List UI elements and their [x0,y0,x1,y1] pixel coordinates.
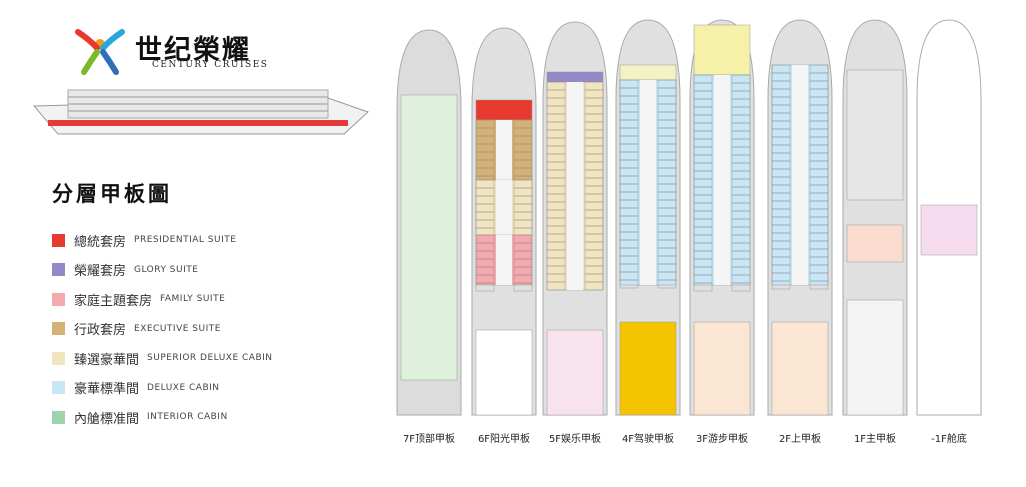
ship-profile [32,89,369,135]
deck-zone [920,204,978,256]
corridor [640,80,656,285]
legend-label-en: FAMILY SUITE [160,294,226,304]
corridor [496,180,512,235]
deck-zone [693,24,751,76]
deck-plan[interactable] [471,27,537,416]
cabin [513,282,533,292]
deck-plan[interactable] [842,19,908,416]
deck-label: 7F顶部甲板 [402,434,456,445]
legend-swatch [52,410,65,424]
page-title: 分層甲板圖 [52,182,172,206]
legend-item: 榮耀套房 GLORY SUITE [52,262,199,279]
legend-label-en: PRESIDENTIAL SUITE [134,235,237,245]
cabin [693,282,713,292]
deck-zone [771,321,829,416]
deck-zone [846,299,904,416]
deck-zone [693,321,751,416]
legend-swatch [52,381,65,394]
cabin [657,279,677,289]
legend-item: 家庭主題套房 FAMILY SUITE [52,291,226,309]
deck-label: 1F主甲板 [853,434,897,445]
legend-label-cn: 臻選豪華間 [74,352,140,368]
legend-swatch [52,292,65,306]
deck-plan[interactable] [689,19,755,416]
deck-zone [846,69,904,201]
cabin [809,280,829,290]
legend-swatch [52,351,65,365]
legend-label-en: INTERIOR CABIN [147,412,228,422]
legend-swatch [52,233,65,247]
legend-item: 臻選豪華間 SUPERIOR DELUXE CABIN [52,350,273,368]
corridor [567,82,583,290]
deck-zone [475,329,533,416]
deck-plan[interactable] [615,19,681,416]
deck-zone [546,329,604,416]
deck-zone [846,224,904,263]
deck-plan[interactable] [767,19,833,416]
deck-label: 2F上甲板 [778,434,822,445]
legend-label-en: DELUXE CABIN [147,382,220,393]
legend-item: 行政套房 EXECUTIVE SUITE [52,321,221,338]
cabin [584,281,604,291]
deck-zone [400,94,458,381]
cabin [771,280,791,290]
legend-label-en: SUPERIOR DELUXE CABIN [147,353,273,363]
deck-label: 4F驾驶甲板 [621,434,675,445]
cabin [546,281,566,291]
deck-plan[interactable] [916,19,982,416]
cabin [619,279,639,289]
legend-label-en: EXECUTIVE SUITE [134,323,221,334]
legend-label-cn: 榮耀套房 [74,264,127,279]
legend-label-cn: 行政套房 [74,323,127,338]
cabin [731,282,751,292]
deck-plan[interactable] [396,29,462,416]
legend-label-cn: 總統套房 [74,234,127,250]
legend-swatch [52,263,65,276]
deck-label: 6F阳光甲板 [477,434,531,445]
deck-zone [619,321,677,416]
legend-label-cn: 家庭主題套房 [74,293,153,309]
deck-zone [546,71,604,83]
deck-label: 5F娱乐甲板 [548,434,602,445]
legend-label-cn: 豪華標準間 [74,382,140,397]
deck-label: -1F舱底 [931,434,967,445]
deck-plan[interactable] [542,21,608,416]
corridor [714,75,730,285]
legend-item: 豪華標準間 DELUXE CABIN [52,380,220,397]
corridor [496,235,512,285]
corridor [792,65,808,285]
legend-label-cn: 內艙標准間 [74,411,140,427]
cabin [475,282,495,292]
brand-name-cn: 世纪榮耀 [135,35,251,66]
legend-swatch [52,322,65,335]
legend-label-en: GLORY SUITE [134,264,199,275]
legend-item: 總統套房 PRESIDENTIAL SUITE [52,232,237,250]
deck-label: 3F游步甲板 [695,434,749,445]
deck-zone [619,64,677,81]
corridor [496,120,512,180]
deck-zone [475,99,533,121]
brand-name-en: CENTURY CRUISES [152,60,269,70]
logo-mark-icon [75,29,125,75]
legend-item: 內艙標准間 INTERIOR CABIN [52,409,228,427]
